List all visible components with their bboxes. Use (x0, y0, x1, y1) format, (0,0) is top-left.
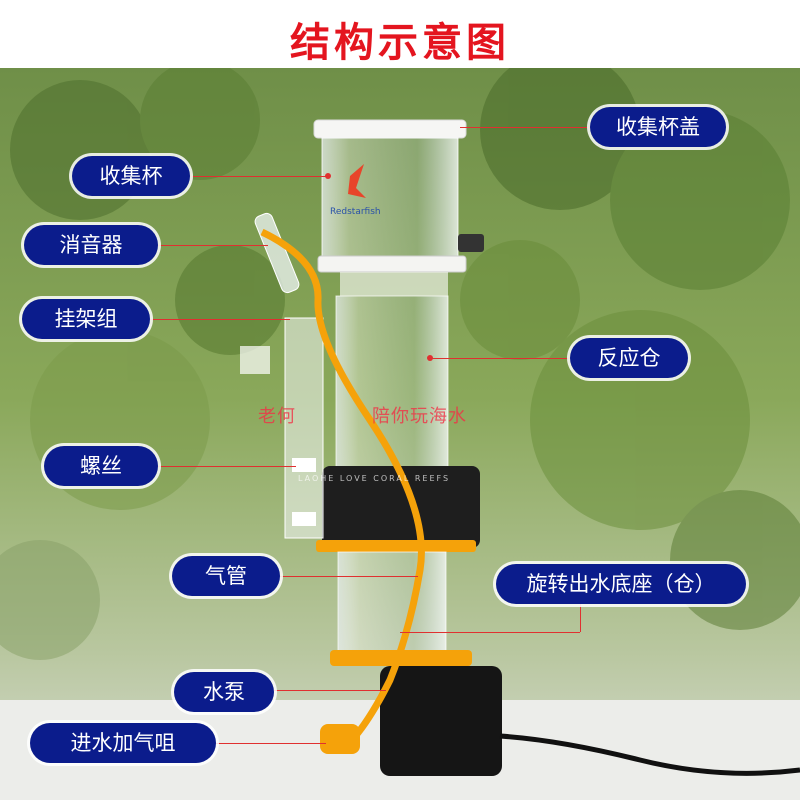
hanger-shape (284, 317, 324, 539)
watermark-right: 陪你玩海水 (372, 406, 467, 427)
lower-chamber-shape (337, 551, 447, 653)
product-logo: Redstarfish (330, 207, 381, 217)
callout-water-pump: 水泵 (174, 672, 274, 712)
leader-water-pump (274, 690, 386, 691)
hanger-clip (240, 346, 270, 374)
collar-shape (317, 255, 467, 273)
sponge (322, 466, 480, 548)
intake-nozzle-shape (320, 724, 360, 754)
leader-collection-cup-lid (460, 127, 590, 128)
callout-silencer: 消音器 (24, 225, 158, 265)
callout-air-tube: 气管 (172, 556, 280, 596)
callout-intake-air-nozzle: 进水加气咀 (30, 723, 216, 763)
outlet-nozzle (458, 234, 484, 252)
orange-bracket (316, 540, 476, 552)
leader-air-tube (280, 576, 418, 577)
dot-reaction-chamber (427, 355, 433, 361)
leader-reaction-chamber (430, 358, 570, 359)
screw-shape-lower (292, 512, 316, 526)
callout-hanger-set: 挂架组 (22, 299, 150, 339)
callout-collection-cup-lid: 收集杯盖 (590, 107, 726, 147)
lid-shape (313, 119, 467, 139)
callout-screw: 螺丝 (44, 446, 158, 486)
air-tube-shape (260, 228, 425, 743)
leader-collection-cup (190, 176, 328, 177)
leader-rotating-base-vertical (580, 600, 581, 632)
leader-rotating-base (400, 632, 580, 633)
callout-reaction-chamber: 反应仓 (570, 338, 688, 378)
power-cord (499, 733, 800, 776)
watermark-sub: LAOHE LOVE CORAL REEFS (298, 474, 451, 483)
leader-hanger-set (150, 319, 290, 320)
screw-shape (292, 458, 316, 472)
leader-intake-air-nozzle (216, 743, 326, 744)
leader-silencer (158, 245, 268, 246)
pump-shape (380, 666, 502, 776)
dot-collection-cup (325, 173, 331, 179)
header: 结构示意图 (0, 0, 800, 68)
leader-screw (158, 466, 296, 467)
cup-neck (340, 272, 448, 296)
callout-collection-cup: 收集杯 (72, 156, 190, 196)
collection-cup-shape (321, 137, 459, 267)
callout-rotating-outlet-base: 旋转出水底座（仓） (496, 564, 746, 604)
watermark-left: 老何 (258, 406, 296, 427)
logo-star-icon (348, 164, 366, 198)
page-title: 结构示意图 (290, 20, 510, 66)
